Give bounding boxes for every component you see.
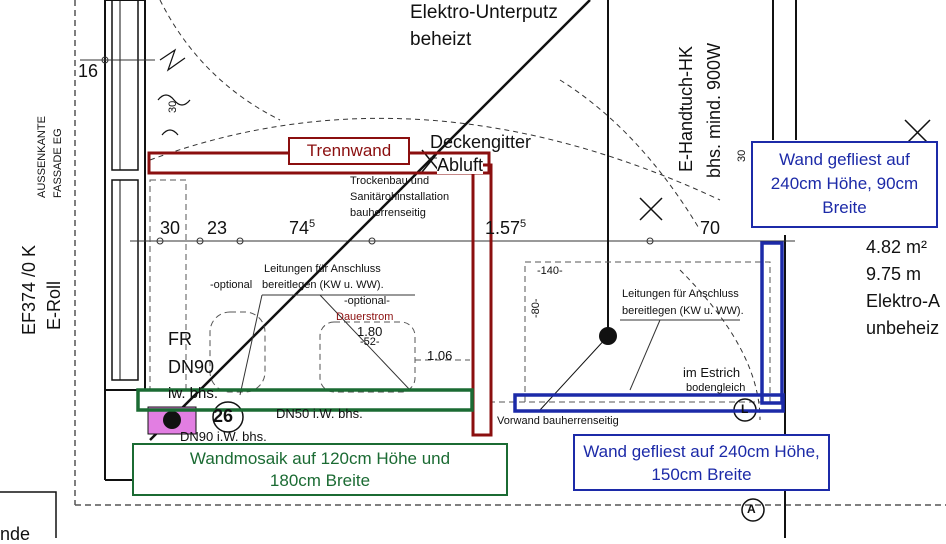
label-beheizt: beheizt [410,29,472,50]
label-dim-106: 1.06 [427,348,453,363]
label-elektro-unterputz: Elektro-Unterputz [410,2,558,23]
ceiling-arc [149,117,721,201]
label-dauerstrom: Dauerstrom [336,311,394,323]
marker-26-circle [212,401,244,433]
legend-box [0,491,57,538]
label-vorwand: Vorwand bauherrenseitig [497,415,619,427]
dimension-ticks [156,237,654,245]
label-dim-52: -52- [360,336,380,348]
label-dim-30: 30 [160,218,181,238]
label-dn90-iw: DN90 i.W. bhs. [180,429,267,444]
dim-74-value: 74 [289,218,310,238]
label-trockenbau: Trockenbau und [350,175,430,187]
cross-marker [639,197,663,221]
leader-left-3 [319,294,411,391]
label-optional-1: -optional [210,279,253,291]
window-frame-top [111,0,139,171]
label-bauherrenseitig: bauherrenseitig [350,207,426,219]
wand-bottom-callout: Wand gefliest auf 240cm Höhe, 150cm Brei… [576,440,827,486]
label-leitungen-right-1: Leitungen für Anschluss [622,288,739,300]
zigzag-top [159,48,186,72]
label-iw: iw. bhs. [168,385,219,402]
label-dim-30-vertical: 30 [167,100,179,113]
trennwand-callout: Trennwand [291,140,407,162]
dim-74-sup: 5 [309,218,316,230]
label-unbeheiz: unbeheiz [866,318,940,338]
label-dim-80: -80- [530,298,542,318]
label-sanitaer: Sanitärohinstallation [350,191,450,203]
window-frame-bottom [111,179,139,381]
dim-16-tick [101,56,109,64]
wandmosaik-callout: Wandmosaik auf 120cm Höhe und 180cm Brei… [136,448,504,492]
label-perimeter: 9.75 m [866,264,922,284]
label-fassade: FASSADE EG [52,128,64,198]
label-bottom-left: nde [0,524,31,544]
label-dim-30-vertical-right: 30 [736,149,748,162]
label-eroll: E-Roll [44,280,64,330]
label-area: 4.82 m² [866,237,928,257]
symbol-wave [157,94,191,106]
label-marker-l: L [741,402,749,416]
label-abluft: Abluft [437,155,484,175]
label-dn90: DN90 [168,357,215,377]
toilet-dashed [209,311,266,393]
wandmosaik-frame [136,388,474,412]
label-bhs: bhs. mind. 900W [704,42,724,178]
leader-right-2 [629,319,661,391]
label-bodengleich: bodengleich [686,382,746,394]
label-ef374: EF374 /0 K [19,244,39,335]
label-leitungen-left-1: Leitungen für Anschluss [264,263,381,275]
label-26: 26 [213,406,234,426]
label-marker-a: A [747,502,756,516]
leader-line [539,335,609,411]
label-im-estrich: im Estrich [683,365,741,380]
leader-left-2 [239,294,263,396]
marker-a-circle [741,498,765,522]
label-dim-157: 1.575 [485,218,527,238]
label-e-handtuch: E-Handtuch-HK [676,45,696,172]
label-dim-23: 23 [207,218,228,238]
label-aussenkante: AUSSENKANTE [36,116,48,198]
symbol-wave-2 [161,129,179,136]
arc-top-left [159,0,281,121]
label-dim-70: 70 [700,218,721,238]
arc-right-lower [679,269,761,421]
label-leitungen-right-2: bereitlegen (KW u. WW). [622,305,744,317]
exterior-wall [104,0,146,391]
cross-marker-right [904,119,931,146]
label-dim-180: 1.80 [357,324,383,339]
drain-dot [163,411,181,429]
label-dim-140: -140- [537,265,563,277]
label-leitungen-left-2: bereitlegen (KW u. WW). [262,279,384,291]
wand-right-callout: Wand gefliest auf 240cm Höhe, 90cm Breit… [754,148,935,222]
label-dim-16: 16 [78,61,99,81]
label-optional-2: -optional- [344,295,390,307]
label-elektro-a: Elektro-A [866,291,941,311]
wand-right-frame [760,241,784,405]
label-dim-74: 745 [289,218,316,238]
dim-157-sup: 5 [520,218,527,230]
trennwand-frame-vertical [471,163,493,437]
label-fr: FR [168,329,192,349]
dim-157-value: 1.57 [485,218,521,238]
label-deckengitter: Deckengitter [430,132,532,152]
washbasin-dashed [319,321,416,393]
label-dn50: DN50 i.W. bhs. [276,406,363,421]
diagonal-line [149,0,591,441]
shower-area-dashed [524,261,771,403]
